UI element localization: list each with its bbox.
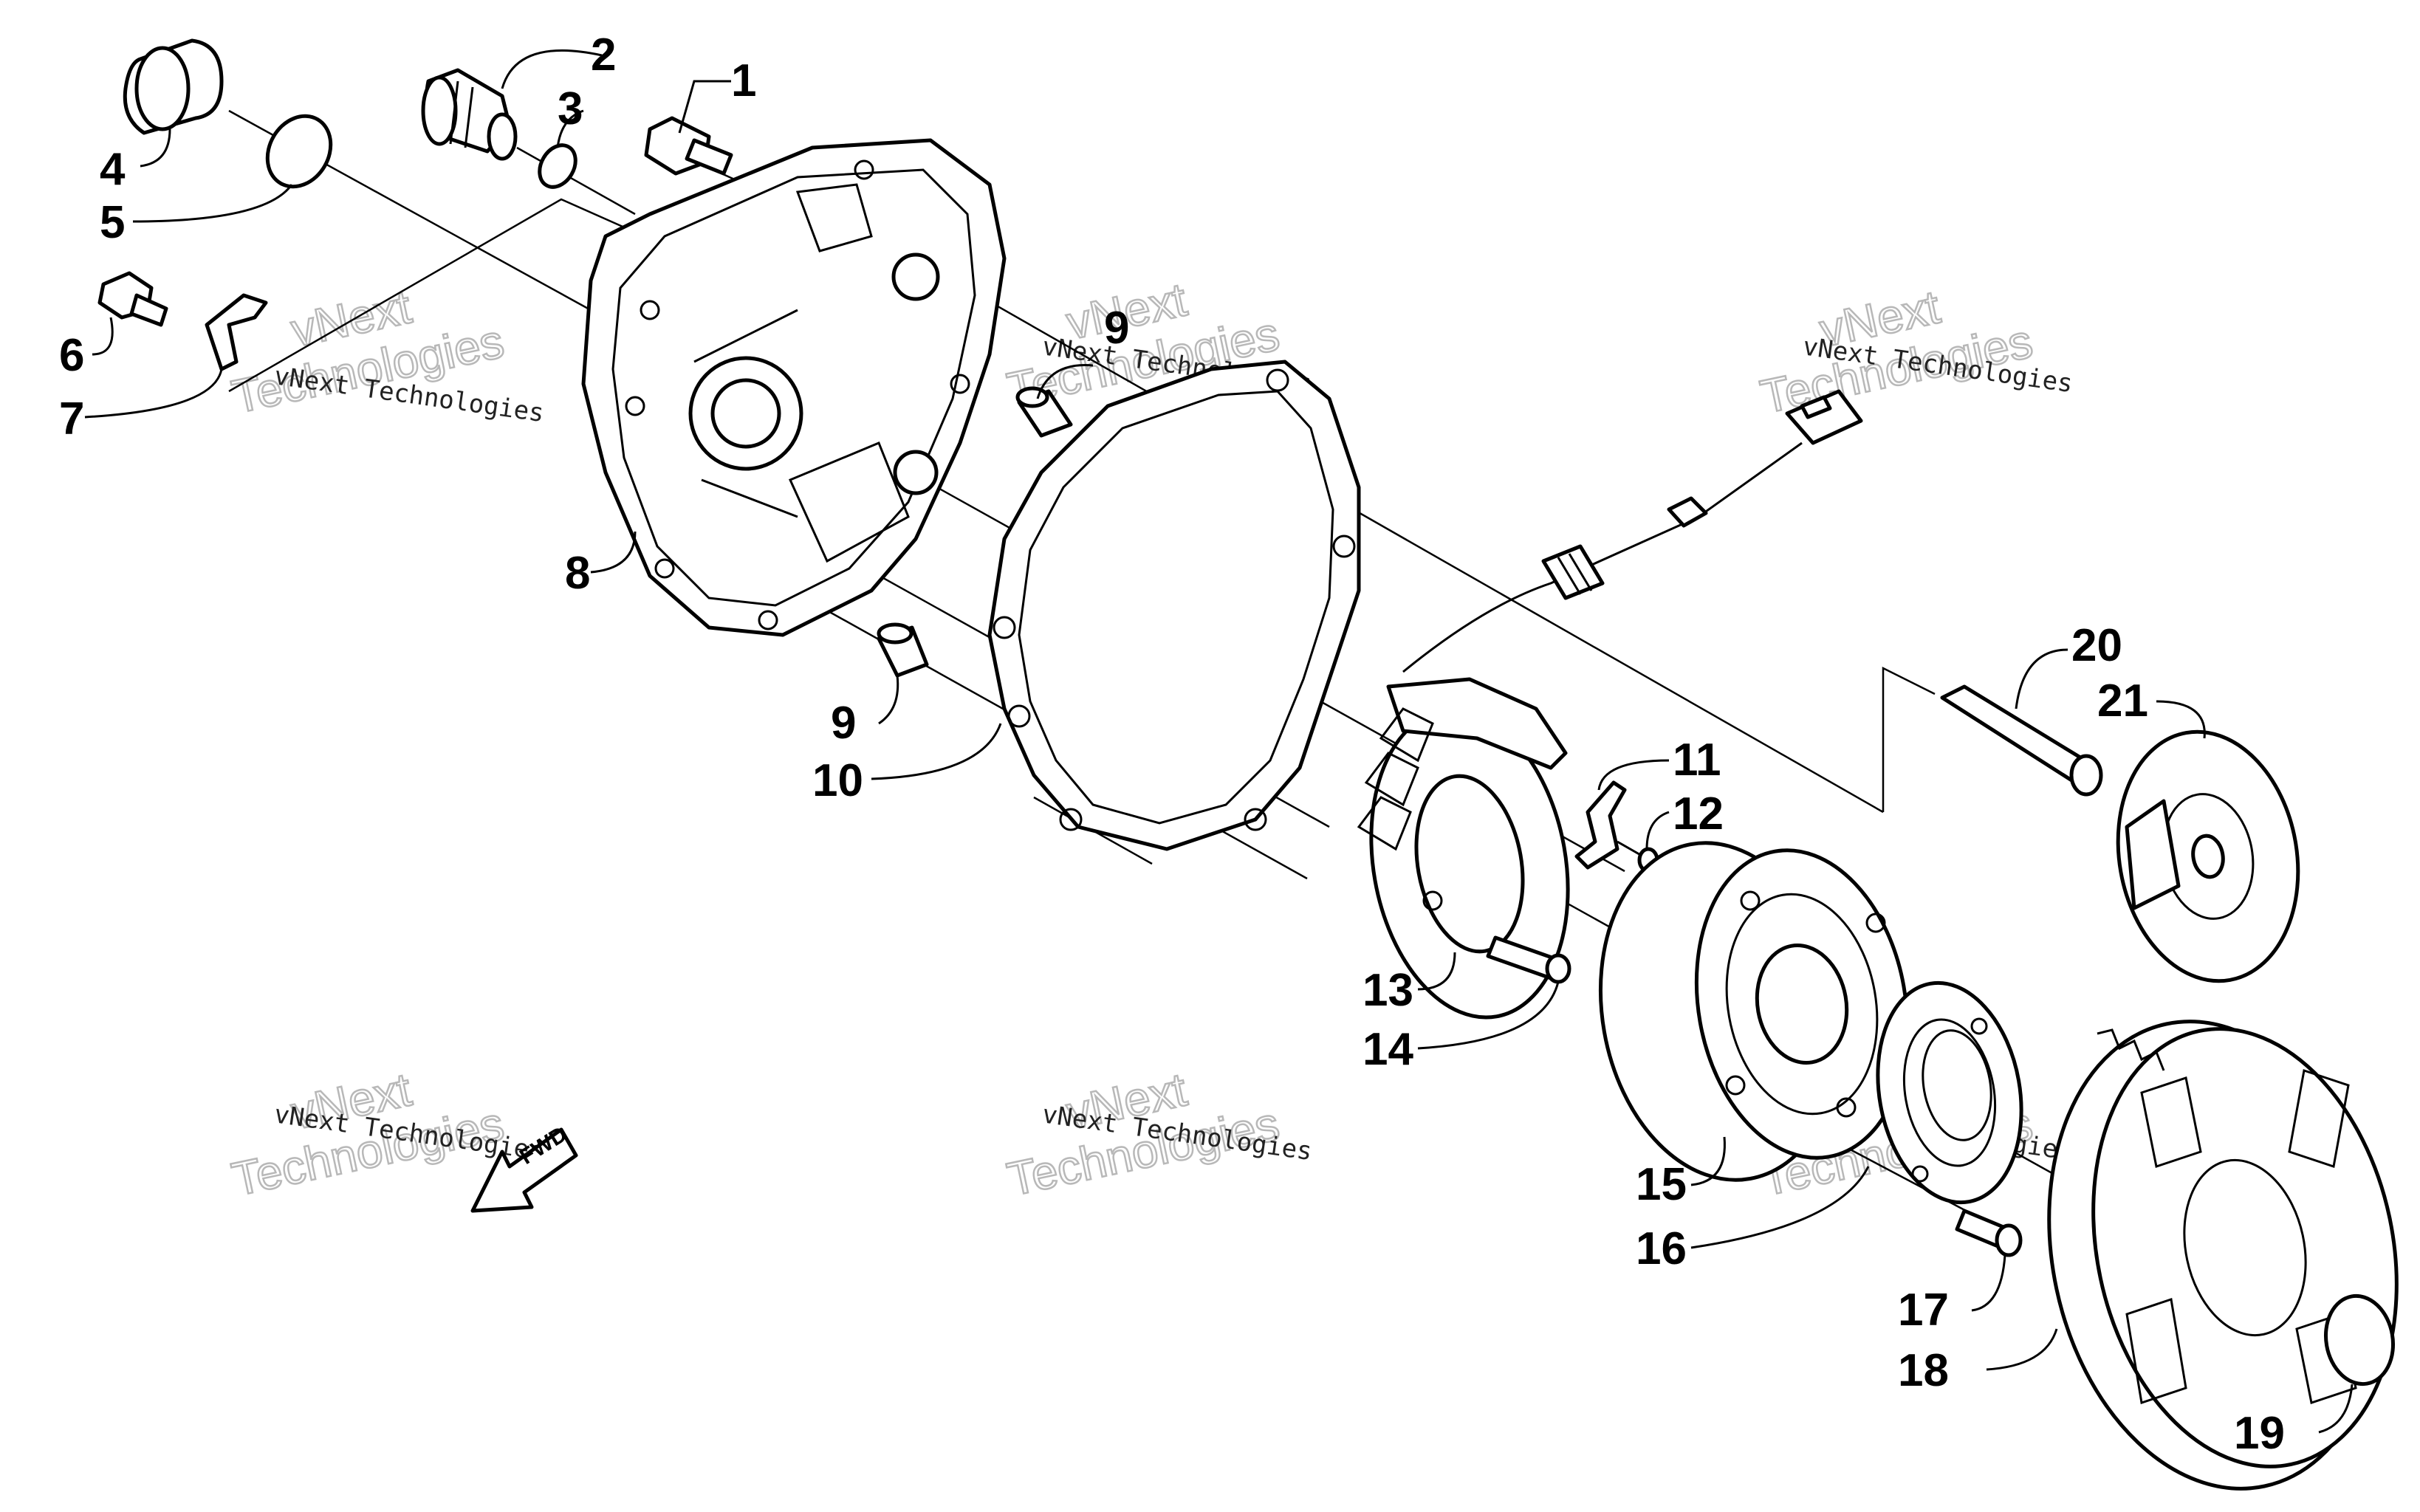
callout-4: 4	[100, 144, 126, 195]
bracket-part-11	[1574, 780, 1627, 870]
shaft-part-20	[1940, 684, 2103, 797]
leader-7	[84, 368, 223, 419]
callout-18: 18	[1898, 1345, 1949, 1396]
leader-4	[140, 128, 171, 168]
leader-11	[1597, 759, 1670, 791]
leader-15	[1690, 1136, 1726, 1186]
bolt-part-1	[644, 116, 733, 176]
callout-9-lower: 9	[831, 698, 856, 749]
callout-9-upper: 9	[1104, 303, 1129, 354]
callout-21: 21	[2097, 676, 2148, 726]
bolt-part-6	[97, 271, 168, 327]
gasket-part-10	[987, 360, 1361, 851]
callout-3: 3	[558, 83, 583, 134]
screw-part-17	[1955, 1209, 2023, 1257]
leader-12	[1645, 811, 1670, 850]
axis-line-shaft-20	[1882, 666, 1936, 812]
callout-11: 11	[1673, 735, 1721, 786]
leader-21	[2156, 700, 2206, 739]
leader-lines	[84, 49, 2354, 1434]
idler-gear-part-21	[2116, 729, 2300, 983]
o-ring-part-5	[265, 114, 333, 189]
callout-15: 15	[1636, 1159, 1687, 1210]
callout-labels: 1 2 3 4 5 6 7 8 9 9 10 11 12 13 14 15 16…	[59, 30, 2285, 1459]
ring-part-19	[2323, 1293, 2396, 1386]
callout-12: 12	[1673, 788, 1724, 839]
dowel-pin-part-9-lower	[877, 622, 929, 678]
flywheel-gear-part-18	[2047, 1020, 2399, 1491]
clip-part-7	[205, 293, 268, 371]
leader-19	[2318, 1384, 2354, 1434]
leader-1	[678, 80, 731, 134]
leader-16	[1690, 1166, 1870, 1249]
leader-10	[871, 723, 1002, 780]
leader-2	[501, 49, 603, 89]
leader-5	[132, 184, 293, 223]
callout-14: 14	[1362, 1024, 1413, 1075]
leader-9b	[878, 675, 899, 725]
rotor-part-15	[1598, 841, 1910, 1182]
leader-20	[2015, 648, 2068, 709]
o-ring-part-3	[538, 143, 577, 189]
leader-18	[1986, 1328, 2058, 1371]
leader-13	[1417, 952, 1456, 991]
stator-part-13	[1357, 677, 1570, 1020]
plug-part-2	[421, 68, 518, 161]
axis-line-plug-2	[516, 146, 636, 216]
callout-10: 10	[812, 755, 863, 806]
watermark-top-right: vNext Technologies vNext Technologies	[1755, 279, 2075, 425]
watermark-top-left: vNext Technologies vNext Technologies	[227, 279, 546, 428]
leader-8	[590, 531, 637, 574]
leader-17	[1971, 1254, 2006, 1312]
axis-line-clip-7	[228, 198, 628, 393]
callout-7: 7	[59, 394, 84, 444]
callout-16: 16	[1636, 1223, 1687, 1274]
axis-line-cover-top	[952, 279, 1884, 814]
leader-6	[92, 317, 114, 356]
callout-8: 8	[565, 548, 590, 599]
callout-2: 2	[591, 30, 616, 80]
stator-wiring-harness	[1402, 389, 1863, 673]
leader-14	[1417, 981, 1560, 1050]
plug-large-part-4	[123, 38, 224, 135]
leader-9a	[1036, 364, 1094, 399]
leader-3	[556, 109, 584, 148]
callout-13: 13	[1362, 965, 1413, 1016]
starter-clutch-part-16	[1876, 980, 2023, 1205]
callout-19: 19	[2234, 1408, 2285, 1459]
watermark-bottom-center: vNext Technologies vNext Technologies	[1002, 1062, 1314, 1207]
callout-1: 1	[731, 55, 756, 106]
callout-5: 5	[100, 197, 125, 248]
callout-6: 6	[59, 330, 84, 381]
callout-17: 17	[1898, 1285, 1949, 1336]
callout-20: 20	[2071, 620, 2122, 671]
engine-cover-part-8	[581, 138, 1007, 637]
